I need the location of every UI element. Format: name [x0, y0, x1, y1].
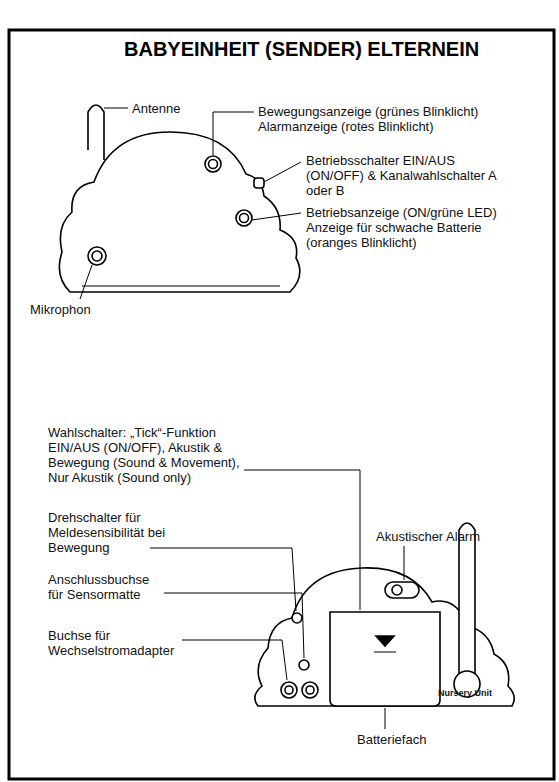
part-label: Betriebsschalter EIN/AUS (ON/OFF) & Kana… — [306, 153, 496, 198]
jack-inner — [306, 686, 314, 694]
device-outline — [59, 132, 300, 292]
part-label: Betriebsanzeige (ON/grüne LED) — [306, 205, 497, 220]
frame — [9, 30, 554, 779]
part-label: Anschlussbuchse für Sensormatte — [48, 572, 164, 602]
part-label: Alarmanzeige (rotes Blinklicht) — [258, 119, 434, 134]
antenna — [88, 105, 104, 160]
part-label: Batteriefach — [357, 732, 426, 747]
part-label: Mikrophon — [30, 302, 91, 317]
power-led — [236, 210, 252, 226]
leader-line — [252, 213, 301, 220]
power-switch — [254, 178, 264, 188]
back-unit — [255, 523, 514, 706]
title: BABYEINHEIT (SENDER) ELTERNEIN — [124, 38, 479, 61]
alarm-slot — [385, 582, 419, 598]
leader-line — [182, 640, 287, 680]
jack — [302, 682, 318, 698]
base-line — [82, 286, 280, 287]
microphone-inner — [92, 251, 102, 261]
leader-line — [404, 546, 405, 580]
back-leaders — [150, 470, 404, 729]
battery-arrow — [376, 636, 394, 646]
alarm-button — [392, 585, 402, 595]
device-marking: Nursery Unit — [438, 688, 492, 698]
antenna — [459, 523, 475, 676]
leader-line — [385, 708, 386, 729]
leader-line — [244, 470, 360, 610]
motion-led — [205, 156, 221, 172]
leader-line — [213, 112, 254, 155]
part-label: Wahlschalter: „Tick“-Funktion EIN/AUS (O… — [48, 425, 240, 485]
motion-led-inner — [209, 160, 218, 169]
part-label: Buchse für Wechselstromadapter — [48, 628, 180, 658]
sensitivity-knob — [292, 613, 302, 623]
part-label: Antenne — [132, 101, 180, 116]
part-label: Akustischer Alarm — [376, 529, 480, 544]
leader-line — [150, 548, 296, 611]
sensor-jack — [299, 660, 309, 670]
front-leaders — [80, 108, 301, 299]
leader-line — [264, 162, 301, 182]
battery-compartment — [330, 612, 440, 706]
battery-mark — [374, 652, 396, 653]
part-label: Drehschalter für Meldesensibilität bei B… — [48, 510, 184, 555]
leader-line — [104, 108, 128, 109]
adapter-jack-inner — [285, 686, 293, 694]
microphone — [88, 247, 106, 265]
part-label: Anzeige für schwache Batterie (oranges B… — [306, 220, 511, 250]
part-label: Bewegungsanzeige (grünes Blinklicht) — [258, 104, 478, 119]
leader-line — [80, 265, 92, 299]
power-led-inner — [240, 214, 249, 223]
adapter-jack — [281, 682, 297, 698]
